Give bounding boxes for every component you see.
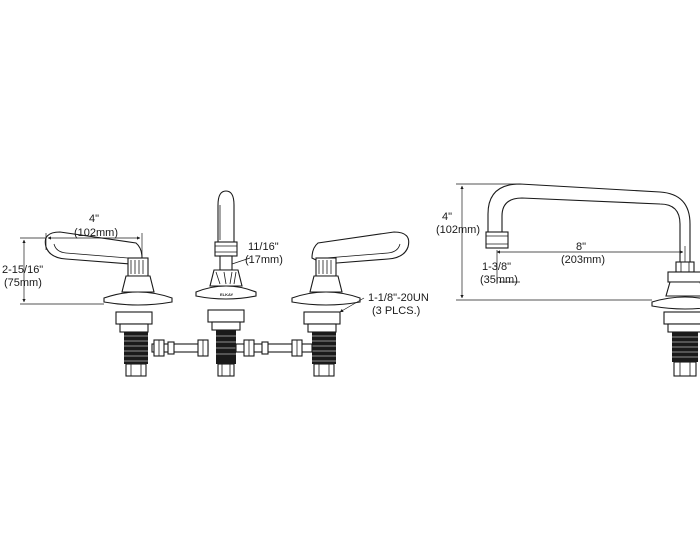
handle-reach-mm: (102mm) — [74, 227, 118, 239]
front-view: ELKAY — [2, 190, 429, 377]
spout-outlet-in: 1-3/8" — [482, 261, 511, 273]
side-view: 4" (102mm) 1-3/8" (35mm) 8" (203mm) — [436, 183, 700, 377]
handle-reach-in: 4" — [89, 213, 99, 225]
side-spout-arm — [485, 183, 695, 273]
handle-height-in: 2-15/16" — [2, 264, 43, 276]
spout-reach-mm: (203mm) — [561, 254, 605, 266]
thread-spec: 1-1/8"-20UN — [368, 292, 429, 304]
brand-mark: ELKAY — [220, 292, 234, 297]
right-valve — [291, 231, 410, 306]
callout-thread: 1-1/8"-20UN (3 PLCS.) — [339, 292, 429, 317]
dim-handle-height: 2-15/16" (75mm) — [2, 237, 104, 305]
dim-handle-reach: 4" (102mm) — [45, 213, 143, 256]
spout-outlet-mm: (35mm) — [480, 274, 518, 286]
dim-spout-height: 4" (102mm) — [436, 183, 652, 301]
spout-height-in: 4" — [442, 211, 452, 223]
handle-height-mm: (75mm) — [4, 277, 42, 289]
shank-right — [303, 311, 341, 377]
side-valve-body — [651, 271, 700, 377]
thread-qty: (3 PLCS.) — [372, 305, 420, 317]
left-valve — [44, 231, 173, 306]
spout-diameter-in: 11/16" — [248, 241, 279, 253]
dim-spout-diameter: 11/16" (17mm) — [219, 241, 283, 266]
spout-height-mm: (102mm) — [436, 224, 480, 236]
center-spout: ELKAY — [195, 190, 257, 300]
shank-left — [115, 311, 153, 377]
spout-diameter-mm: (17mm) — [245, 254, 283, 266]
dim-spout-outlet: 1-3/8" (35mm) — [480, 250, 520, 286]
spout-reach-in: 8" — [576, 241, 586, 253]
shank-center — [207, 309, 245, 377]
dim-spout-reach: 8" (203mm) — [496, 241, 686, 266]
crossover-tubes — [151, 339, 313, 357]
